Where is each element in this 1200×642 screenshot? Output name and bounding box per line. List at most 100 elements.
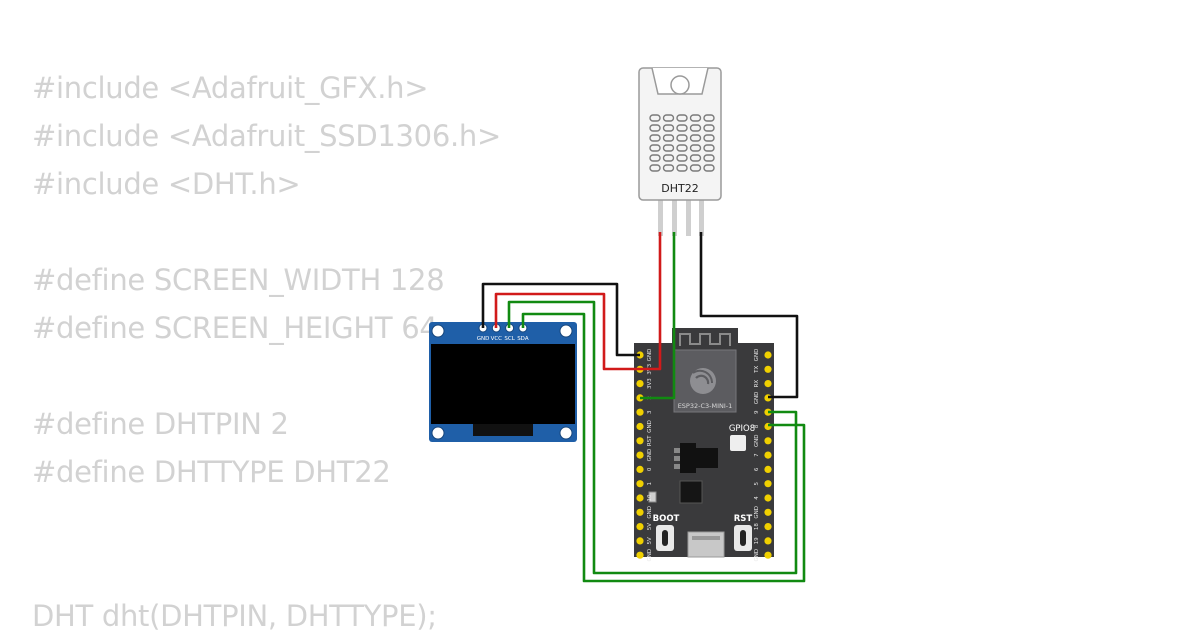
- esp-pin-right-label: 6: [754, 467, 760, 471]
- esp-pin-right[interactable]: [764, 480, 772, 488]
- esp-pin-right[interactable]: [764, 451, 772, 459]
- wire-dht-data[interactable]: [640, 232, 676, 400]
- esp-pin-right[interactable]: [764, 380, 772, 388]
- grille-slot: [689, 124, 702, 132]
- grille-slot: [649, 154, 661, 162]
- esp-pin-right[interactable]: [764, 437, 772, 445]
- wire-oled-sda[interactable]: [521, 312, 806, 583]
- esp-pin-right[interactable]: [764, 551, 772, 559]
- esp-pin-left[interactable]: [636, 437, 644, 445]
- esp-pin-right-label: GND: [754, 506, 760, 519]
- code-line: DHT dht(DHTPIN, DHTTYPE);: [32, 599, 437, 633]
- grille-slot: [703, 124, 715, 132]
- grille-slot: [649, 164, 661, 172]
- grille-slot: [703, 134, 715, 142]
- code-line: #define SCREEN_WIDTH 128: [32, 263, 445, 297]
- esp-pin-left[interactable]: [636, 508, 644, 516]
- oled-pin-label: SCL: [504, 336, 515, 342]
- esp-pin-left-label: GND: [647, 449, 653, 462]
- wire-oled-gnd[interactable]: [481, 282, 640, 357]
- esp-pin-right[interactable]: [764, 465, 772, 473]
- dht22-sensor[interactable]: DHT22: [638, 67, 722, 236]
- gpio8-label: GPIO8: [729, 424, 755, 434]
- oled-pin-label: GND: [477, 336, 490, 342]
- esp-pin-right-label: RX: [754, 380, 760, 388]
- code-listing: #include <Adafruit_GFX.h> #include <Adafr…: [32, 66, 501, 642]
- esp-pin-left-label: 1: [647, 482, 653, 486]
- esp-pin-left[interactable]: [636, 537, 644, 545]
- esp-pin-right[interactable]: [764, 351, 772, 359]
- grille-slot: [649, 114, 661, 122]
- wire-oled-vcc[interactable]: [494, 292, 640, 371]
- usb-connector: [687, 531, 725, 558]
- grille-slot: [703, 164, 715, 172]
- grille-slot: [689, 164, 702, 172]
- esp-pin-right-label: GND: [754, 349, 760, 362]
- esp-pin-left[interactable]: [636, 551, 644, 559]
- rst-label: RST: [734, 514, 753, 524]
- esp-pin-right-label: 19: [754, 537, 760, 544]
- esp-pin-right-label: GND: [754, 434, 760, 447]
- grille-slot: [676, 164, 688, 172]
- oled-pin-label: VCC: [491, 336, 503, 342]
- esp-pin-left[interactable]: [636, 408, 644, 416]
- esp-pin-left-label: GND: [647, 420, 653, 433]
- gpio8-led: [730, 435, 746, 451]
- grille-slot: [662, 124, 675, 132]
- wire-dht-vcc[interactable]: [640, 232, 662, 371]
- grille-slot: [662, 114, 675, 122]
- module-label: ESP32-C3-MINI-1: [678, 402, 733, 410]
- grille-slot: [676, 134, 688, 142]
- code-line: #define DHTPIN 2: [32, 407, 289, 441]
- grille-slot: [662, 144, 675, 152]
- grille-slot: [689, 114, 702, 122]
- esp-pin-left[interactable]: [636, 523, 644, 531]
- esp32-c3-board[interactable]: ESP32-C3-MINI-1 GPIO8 BOOT RST GND3V33V3…: [634, 328, 774, 562]
- grille-slot: [703, 154, 715, 162]
- wire-oled-scl[interactable]: [507, 300, 798, 575]
- esp-pin-left-label: GND: [647, 549, 653, 562]
- esp-pin-left-label: GND: [647, 349, 653, 362]
- esp-pin-right[interactable]: [764, 523, 772, 531]
- esp-pin-left[interactable]: [636, 380, 644, 388]
- esp-pin-left-label: 10: [647, 494, 653, 501]
- esp-pin-right-label: 9: [754, 410, 760, 414]
- wire-dht-gnd[interactable]: [699, 232, 799, 399]
- esp-pin-right-label: 5: [754, 481, 760, 485]
- dht22-label: DHT22: [661, 182, 698, 195]
- oled-pin-label: SDA: [517, 336, 529, 342]
- esp-pin-left[interactable]: [636, 465, 644, 473]
- esp-pin-right-label: GND: [754, 549, 760, 562]
- esp-pin-left[interactable]: [636, 451, 644, 459]
- code-line: #include <Adafruit_GFX.h>: [32, 71, 429, 105]
- esp-pin-right[interactable]: [764, 537, 772, 545]
- esp-pin-left[interactable]: [636, 422, 644, 431]
- code-line: #include <Adafruit_SSD1306.h>: [32, 119, 501, 153]
- esp-pin-left-label: GND: [647, 506, 653, 519]
- esp-pin-right-label: 8: [754, 424, 760, 428]
- code-line: #include <DHT.h>: [32, 167, 301, 201]
- esp-pin-right-label: GND: [754, 392, 760, 405]
- esp-pin-right[interactable]: [764, 365, 772, 373]
- esp-pin-right-label: 4: [754, 496, 760, 500]
- esp-pin-right-label: 18: [754, 523, 760, 530]
- esp-pin-left-label: 3: [647, 410, 653, 414]
- code-line: #define DHTTYPE DHT22: [32, 455, 391, 489]
- grille-slot: [649, 124, 661, 132]
- grille-slot: [676, 144, 688, 152]
- esp-pin-left[interactable]: [636, 494, 644, 502]
- grille-slot: [649, 134, 661, 142]
- grille-slot: [676, 124, 688, 132]
- esp-pin-right-label: 7: [754, 453, 760, 457]
- grille-slot: [689, 144, 702, 152]
- oled-screen: [431, 344, 575, 424]
- esp-pin-right[interactable]: [764, 508, 772, 516]
- grille-slot: [662, 164, 675, 172]
- code-line: #define SCREEN_HEIGHT 64: [32, 311, 438, 345]
- grille-slot: [662, 154, 675, 162]
- grille-slot: [703, 144, 715, 152]
- esp-pin-right[interactable]: [764, 494, 772, 502]
- esp-pin-left[interactable]: [636, 480, 644, 488]
